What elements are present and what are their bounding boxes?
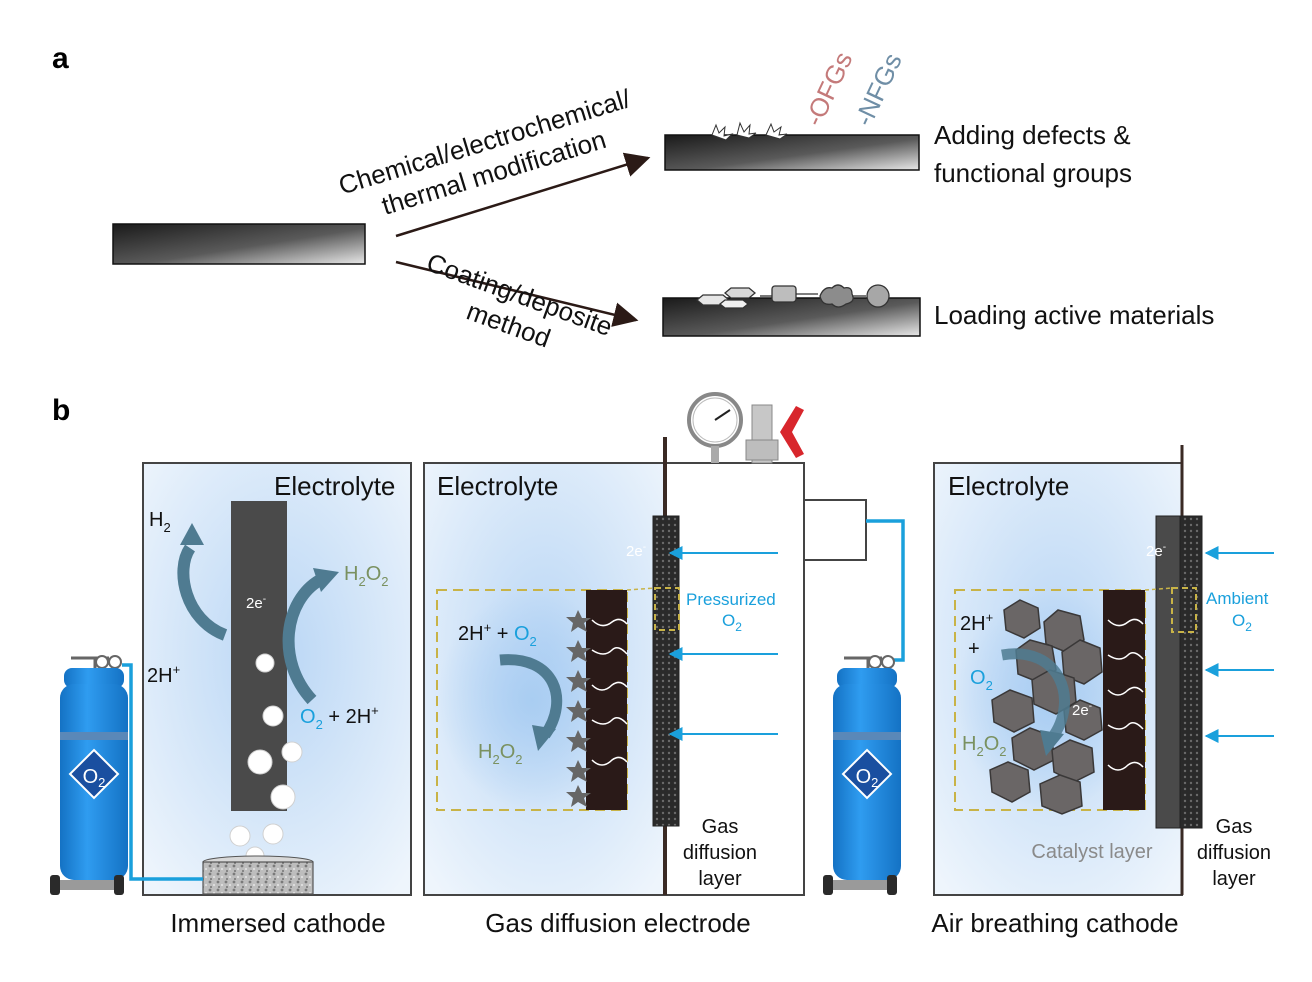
gde-product-label: H2O2 [478,741,522,767]
abc-gdl-label-2: diffusion [1197,842,1271,864]
pressurized-label: Pressurized [686,590,776,609]
panel-a-label: a [52,42,69,75]
modification-arrow [395,152,651,238]
result-defects-line1: Adding defects & [934,120,1131,150]
abc-reactant-h: 2H+ [960,610,993,635]
result-defects-line2: functional groups [934,158,1132,188]
abc-gdl-label-1: Gas [1216,816,1253,838]
h2-label: H2 [149,509,171,535]
gde-catalyst-stars [566,610,591,807]
h2-curved-arrow [177,544,228,641]
electrolyte-label-1: Electrolyte [274,471,395,501]
immersed-reactant-label: O2 + 2H+ [300,703,379,732]
abc-2e-label: 2e- [1146,542,1166,560]
gde-carbon-layer [586,590,627,810]
valve [745,404,804,464]
coating-route-label: Coating/deposite method [423,247,617,353]
catalyst-layer-label: Catalyst layer [1031,841,1152,863]
abc-cell: Electrolyte 2e- 2H+ [933,445,1203,896]
gde-2e-label: 2e- [626,542,646,560]
electrolyte-label-2: Electrolyte [437,471,558,501]
two-h-plus-left: 2H+ [147,662,180,687]
caption-abc: Air breathing cathode [931,908,1178,938]
abc-gdl-label-3: layer [1212,868,1256,890]
active-material-particles [695,284,890,309]
gde-reactant-label: 2H+ + O2 [458,620,537,649]
gas-chamber-connector [803,499,867,561]
electrolyte-label-3: Electrolyte [948,471,1069,501]
defect-stars [711,121,788,141]
abc-current-collector [1155,515,1181,829]
gas-diffuser [202,861,314,895]
pristine-electrode-bar [112,223,366,265]
caption-immersed: Immersed cathode [170,908,385,938]
gde-gdl-label-3: layer [698,868,742,890]
gde-gdl-label-1: Gas [702,816,739,838]
panel-b-label: b [52,394,70,427]
h2o2-curved-arrow [282,574,324,705]
abc-gas-diffusion-layer [1179,515,1203,829]
abc-curved-arrow [1001,648,1070,742]
gde-gdl-label-2: diffusion [683,842,757,864]
caption-gde: Gas diffusion electrode [485,908,750,938]
abc-reactant-plus: + [968,638,980,660]
ambient-label: Ambient [1206,589,1269,608]
abc-catalyst-particles [989,599,1103,815]
gas-line-1 [122,663,203,881]
o2-cylinder-2: O2 [823,655,901,895]
abc-reactant-o2: O2 [970,667,993,693]
abc-inner-2e-label: 2e- [1072,701,1092,719]
cylinder-2-label: O2 [856,766,879,790]
cylinder-1-label: O2 [83,766,106,790]
immersed-h2o2-label: H2O2 [344,563,388,589]
gde-cell: Electrolyte 2e- [423,392,805,896]
ambient-o2-label: O2 [1232,611,1252,634]
abc-carbon-layer [1103,590,1145,810]
gde-gas-diffusion-layer [652,515,680,827]
defect-modified-bar [664,134,920,171]
o2-cylinder-1: O2 [50,655,128,895]
immersed-cathode-cell: Electrolyte 2e- H2 2H+ H2O2 O2 + 2H+ [142,462,412,896]
immersed-2e-label: 2e- [246,594,266,612]
result-loading: Loading active materials [934,300,1214,330]
coating-arrow [395,260,639,327]
gde-curved-arrow [499,654,563,739]
pressure-gauge [687,392,743,463]
abc-product-label: H2O2 [962,733,1006,759]
modification-route-label: Chemical/electrochemical/ thermal modifi… [335,83,635,221]
pressurized-o2-label: O2 [722,611,742,634]
gas-line-2 [866,519,905,662]
